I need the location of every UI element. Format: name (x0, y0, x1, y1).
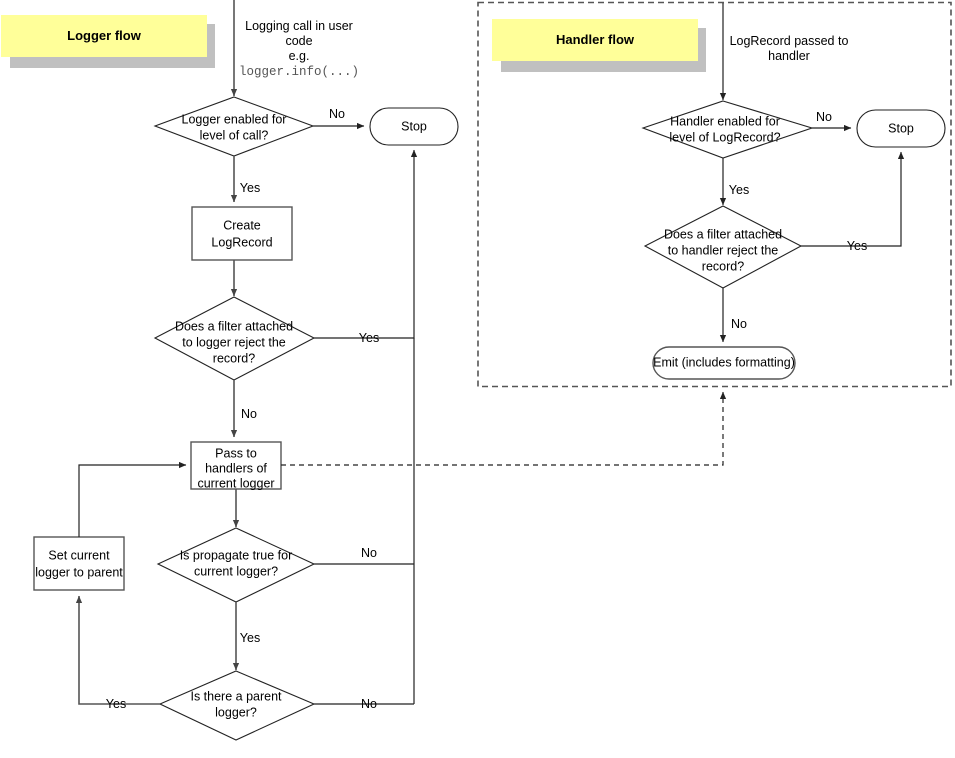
edge-logger-filter-yes (314, 149, 418, 339)
node-set-current-logger-parent-line1: Set current (48, 548, 110, 562)
node-handler-stop (856, 109, 946, 148)
edge-label-handler-enabled-yes: Yes (729, 183, 749, 197)
node-emit (652, 346, 796, 380)
node-logger-filter-line1: Does a filter attached (175, 319, 293, 333)
edge-label-propagate-no: No (361, 546, 377, 560)
node-logger-enabled (153, 96, 315, 157)
node-logger-enabled-line2: level of call? (200, 128, 269, 142)
edge-label-has-parent-no: No (361, 697, 377, 711)
logger-entry-annotation-code: logger.info(...) (239, 65, 359, 79)
node-handler-filter-line2: to handler reject the (668, 243, 779, 257)
handler-entry-annotation-line1: LogRecord passed to (730, 34, 849, 48)
edge-label-handler-enabled-no: No (816, 110, 832, 124)
node-set-current-logger-parent (33, 536, 125, 591)
logger-flow-title-box (1, 15, 207, 57)
node-logger-filter-line3: record? (213, 351, 255, 365)
edge-label-handler-filter-no: No (731, 317, 747, 331)
node-logger-filter-line2: to logger reject the (182, 335, 286, 349)
node-logger-stop (369, 107, 459, 146)
edge-pass-to-handler-flow (281, 391, 727, 466)
logger-entry-annotation-line1: Logging call in user (245, 19, 353, 33)
node-create-logrecord-line1: Create (223, 218, 261, 232)
node-logger-stop-label: Stop (401, 119, 427, 133)
node-handler-enabled-line1: Handler enabled for (670, 114, 780, 128)
edge-label-logger-filter-yes: Yes (359, 331, 379, 345)
edge-set-parent-to-pass (78, 461, 187, 537)
edge-label-handler-filter-yes: Yes (847, 239, 867, 253)
handler-flow-title-box (492, 19, 698, 61)
node-create-logrecord (191, 206, 293, 261)
edge-label-propagate-yes: Yes (240, 631, 260, 645)
logger-entry-annotation-line3: e.g. (289, 49, 310, 63)
node-logger-enabled-line1: Logger enabled for (182, 112, 287, 126)
handler-entry-annotation-line2: handler (768, 49, 810, 63)
node-has-parent (158, 670, 316, 741)
node-handler-stop-label: Stop (888, 121, 914, 135)
node-handler-filter-line1: Does a filter attached (664, 227, 782, 241)
node-has-parent-line2: logger? (215, 705, 257, 719)
edge-label-logger-filter-no: No (241, 407, 257, 421)
edge-label-logger-enabled-yes: Yes (240, 181, 260, 195)
logger-entry-annotation-line2: code (285, 34, 312, 48)
node-pass-to-handlers-line1: Pass to (215, 446, 257, 460)
node-handler-filter-line3: record? (702, 259, 744, 273)
edge-has-parent-yes (75, 595, 160, 705)
node-pass-to-handlers (190, 441, 282, 490)
node-is-propagate-line2: current logger? (194, 564, 278, 578)
logger-flow-title: Logger flow (67, 28, 142, 43)
edge-label-logger-enabled-no: No (329, 107, 345, 121)
edge-label-has-parent-yes: Yes (106, 697, 126, 711)
edge-handler-filter-yes (801, 151, 905, 247)
node-pass-to-handlers-line3: current logger (197, 476, 274, 490)
handler-flow-title: Handler flow (556, 32, 635, 47)
node-is-propagate-line1: Is propagate true for (180, 548, 293, 562)
node-create-logrecord-line2: LogRecord (211, 235, 272, 249)
node-emit-label: Emit (includes formatting) (653, 355, 795, 369)
node-set-current-logger-parent-line2: logger to parent (35, 565, 123, 579)
node-pass-to-handlers-line2: handlers of (205, 461, 267, 475)
node-has-parent-line1: Is there a parent (190, 689, 282, 703)
handler-flow-group-box (477, 1, 952, 388)
node-handler-enabled-line2: level of LogRecord? (669, 130, 780, 144)
